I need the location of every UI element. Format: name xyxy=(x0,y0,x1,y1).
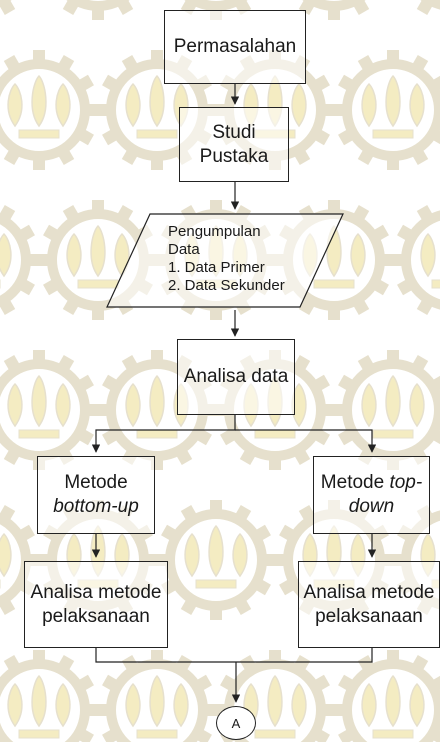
topdown-line-2: down xyxy=(348,496,395,517)
topdown-line-1: Metode top- xyxy=(321,471,422,495)
connector-a-label: A xyxy=(231,715,241,731)
pengumpulan-line-2: Data xyxy=(168,241,200,258)
its-emblem-icon xyxy=(0,50,99,170)
studi-line-1: Studi xyxy=(212,121,256,143)
node-analisa-metode-right: Analisa metode pelaksanaan xyxy=(298,561,440,648)
its-emblem-icon xyxy=(333,50,440,170)
its-emblem-icon xyxy=(333,650,440,742)
its-emblem-icon xyxy=(156,500,276,620)
studi-line-2: Pustaka xyxy=(199,145,269,167)
node-pengumpulan-data: Pengumpulan Data 1. Data Primer 2. Data … xyxy=(168,223,285,295)
its-emblem-icon xyxy=(392,205,440,315)
topdown-line-1-plain: Metode xyxy=(320,472,390,493)
its-emblem-icon xyxy=(0,205,40,315)
analisa-left-line-1: Analisa metode xyxy=(30,581,162,603)
its-emblem-icon xyxy=(416,0,440,15)
its-emblem-icon xyxy=(0,650,99,742)
pengumpulan-line-1: Pengumpulan xyxy=(168,223,261,240)
node-analisa-metode-left: Analisa metode pelaksanaan xyxy=(24,561,168,648)
node-metode-top-down: Metode top- down xyxy=(313,456,430,534)
its-emblem-icon xyxy=(0,0,16,15)
topdown-line-1-italic: top- xyxy=(389,472,423,493)
analisa-right-line-1: Analisa metode xyxy=(303,581,435,603)
node-studi-pustaka: Studi Pustaka xyxy=(179,107,289,182)
its-emblem-icon xyxy=(97,650,217,742)
node-metode-bottom-up: Metode bottom-up xyxy=(37,456,155,534)
connector-a: A xyxy=(216,706,256,740)
node-permasalahan: Permasalahan xyxy=(164,10,306,84)
analisa-right-line-2: pelaksanaan xyxy=(315,605,423,627)
analisa-left-line-2: pelaksanaan xyxy=(42,605,150,627)
pengumpulan-line-3: 1. Data Primer xyxy=(168,259,265,276)
node-permasalahan-label: Permasalahan xyxy=(173,36,297,57)
merge-line xyxy=(95,648,373,663)
parallelogram-shape xyxy=(106,213,344,308)
arrow-analisa-split xyxy=(91,415,236,453)
bottomup-line-2: bottom-up xyxy=(53,496,139,517)
node-analisa-data-label: Analisa data xyxy=(183,366,289,387)
node-analisa-data: Analisa data xyxy=(177,339,295,415)
bottomup-line-1: Metode xyxy=(64,472,128,493)
pengumpulan-line-4: 2. Data Sekunder xyxy=(168,277,285,294)
arrow-analisa-split-right xyxy=(235,429,377,453)
its-emblem-icon xyxy=(62,0,134,20)
